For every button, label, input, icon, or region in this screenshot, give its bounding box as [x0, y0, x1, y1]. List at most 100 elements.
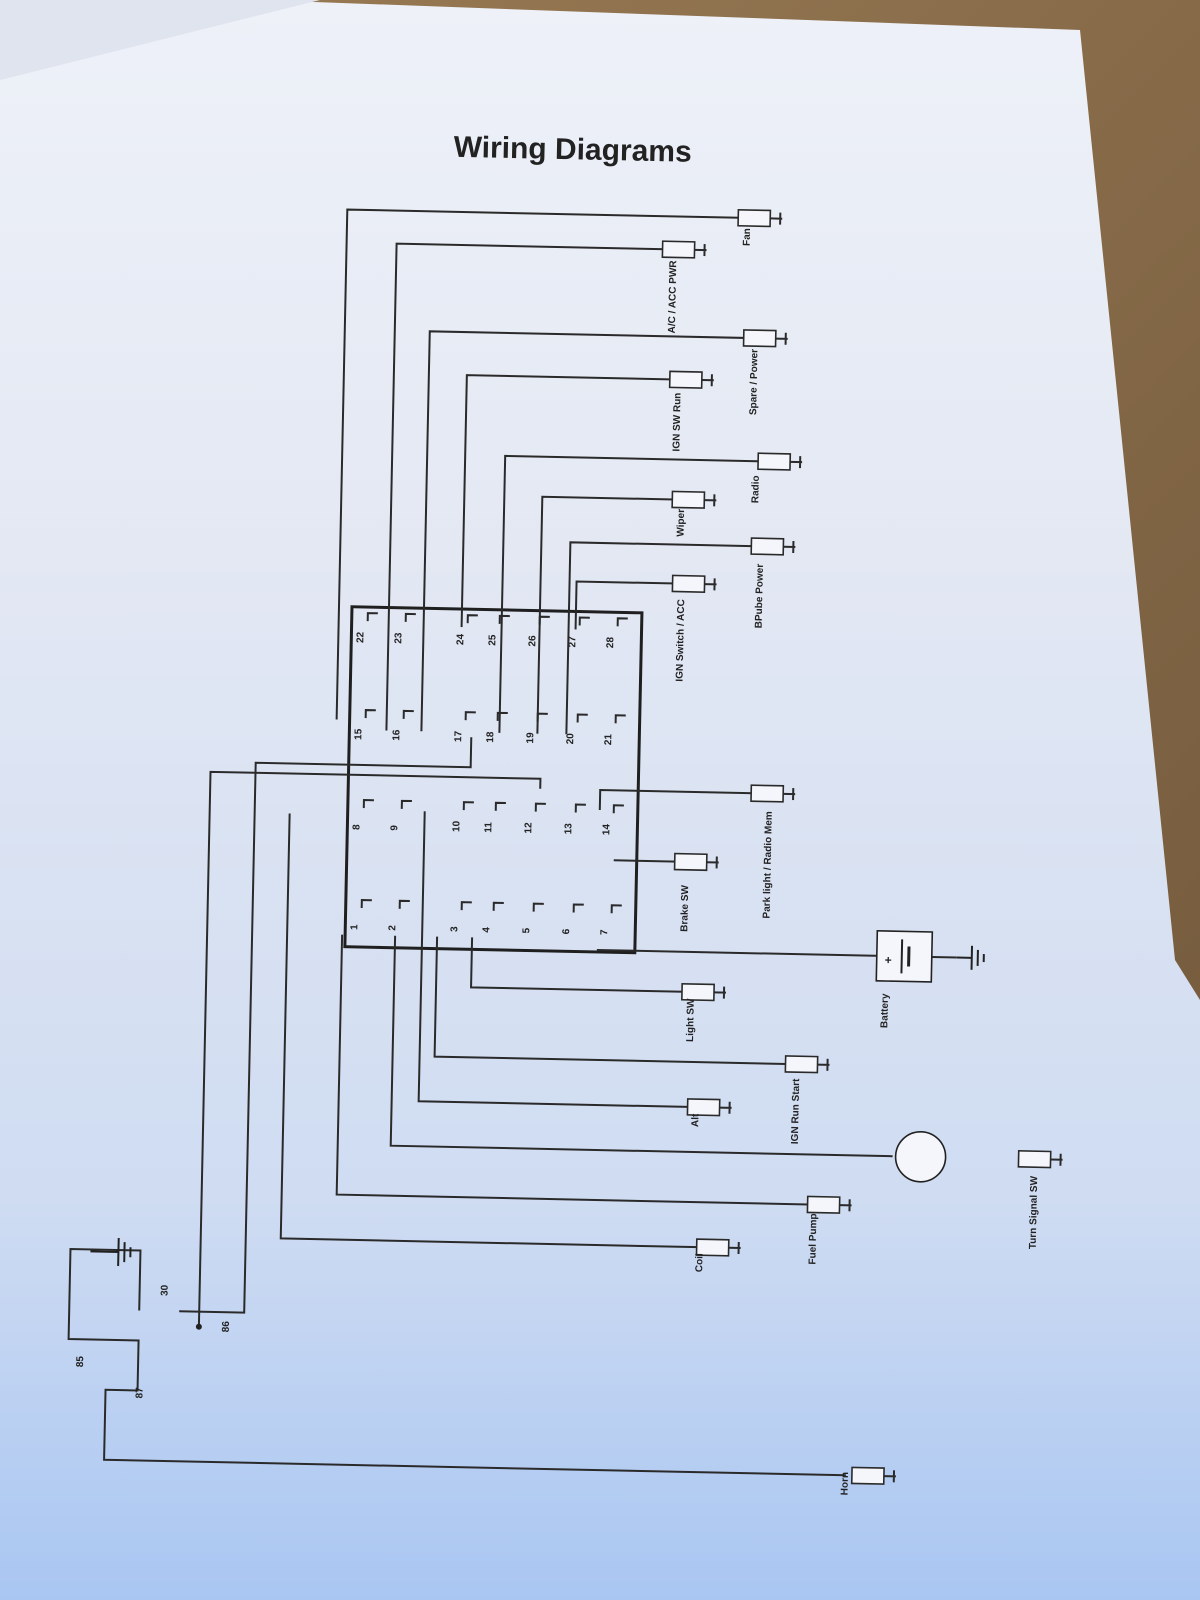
radio-fuse-icon — [757, 452, 792, 471]
fuse-pin-22: 22 — [355, 631, 366, 643]
fuse-pin-27: 27 — [567, 636, 578, 648]
wire-ac-acc-pwr — [385, 242, 692, 731]
ac-acc-pwr-lead — [694, 244, 707, 257]
wire-radio — [498, 454, 788, 733]
fuse-pin-20: 20 — [565, 733, 576, 745]
fuse-pin-lead — [610, 904, 622, 914]
fuse-pin-lead — [576, 713, 588, 723]
wiper-lead — [704, 494, 717, 507]
spare-power-lead — [775, 332, 788, 345]
fuse-pin-14: 14 — [601, 823, 612, 835]
wiper-fuse-icon — [671, 490, 706, 509]
fuse-pin-15: 15 — [353, 728, 364, 740]
ign-switch-acc-fuse-icon — [671, 574, 706, 593]
ign-run-start-label: IGN Run Start — [790, 1078, 802, 1144]
fuse-pin-lead — [462, 801, 474, 811]
fuse-pin-5: 5 — [521, 927, 532, 933]
fuse-pin-18: 18 — [485, 731, 496, 743]
fuel-pump-label: Fuel Pump — [807, 1213, 819, 1264]
ign-run-start-lead — [817, 1058, 830, 1071]
fuse-pin-lead — [616, 617, 628, 627]
coil-lead — [728, 1241, 741, 1255]
light-sw-label: Light SW — [685, 998, 697, 1042]
park-light-radio-mem-lead — [783, 788, 796, 801]
fuel-pump-fuse-icon — [806, 1195, 841, 1214]
fuse-pin-8: 8 — [351, 824, 362, 830]
fuse-pin-11: 11 — [483, 822, 494, 833]
wire-ign-run-start — [433, 936, 805, 1066]
ign-sw-run-label: IGN SW Run — [671, 393, 683, 452]
flasher-icon — [894, 1130, 947, 1183]
fuse-pin-10: 10 — [451, 820, 462, 832]
fuse-pin-lead — [496, 711, 508, 721]
fuse-pin-25: 25 — [487, 634, 498, 646]
fuse-pin-lead — [578, 616, 590, 626]
ground-icon — [90, 1237, 132, 1267]
wire-alt — [417, 811, 694, 1109]
brake-sw-lead — [706, 856, 719, 869]
fan-label: Fan — [742, 228, 753, 246]
alt-label: Alt — [690, 1113, 701, 1127]
bpube-power-label: BPube Power — [754, 564, 766, 629]
fuse-pin-lead — [360, 899, 372, 909]
wire-ign-switch-acc — [574, 580, 695, 630]
alt-fuse-icon — [686, 1098, 721, 1117]
ign-switch-acc-lead — [704, 578, 717, 591]
battery-label: Battery — [879, 993, 891, 1028]
fuse-pin-lead — [398, 899, 410, 909]
bpube-power-lead — [783, 540, 796, 554]
ign-sw-run-lead — [701, 374, 714, 387]
fuse-pin-lead — [362, 799, 374, 809]
fuse-pin-lead — [460, 901, 472, 911]
fuse-pin-21: 21 — [603, 733, 614, 745]
fuse-pin-lead — [464, 711, 476, 721]
horn-label: Horn — [839, 1472, 850, 1496]
fuse-pin-lead — [402, 709, 414, 719]
spare-power-fuse-icon — [742, 329, 777, 348]
fuse-pin-28: 28 — [605, 637, 616, 649]
coil-label: Coil — [694, 1253, 705, 1272]
page-title: Wiring Diagrams — [453, 131, 692, 169]
fuse-pin-6: 6 — [561, 928, 572, 934]
fuse-pin-19: 19 — [525, 732, 536, 744]
alt-lead — [719, 1101, 732, 1114]
fuse-pin-1: 1 — [349, 924, 360, 930]
ign-sw-run-fuse-icon — [668, 370, 703, 389]
wire-coil — [279, 813, 711, 1249]
ign-switch-acc-label: IGN Switch / ACC — [674, 599, 687, 682]
battery-icon: + — [875, 930, 934, 983]
wire-fan — [335, 208, 753, 720]
spare-power-label: Spare / Power — [748, 349, 760, 415]
ac-acc-pwr-label: A/C / ACC PWR — [667, 260, 680, 334]
fuse-pin-lead — [366, 612, 378, 622]
wiper-label: Wiper — [676, 509, 688, 537]
radio-label: Radio — [750, 475, 762, 503]
fuse-pin-lead — [532, 902, 544, 912]
relay-pin-87: 87 — [134, 1387, 145, 1399]
park-light-radio-mem-fuse-icon — [750, 784, 785, 803]
fuse-pin-12: 12 — [523, 822, 534, 834]
horn-fuse-icon — [850, 1466, 885, 1485]
fuse-pin-lead — [614, 714, 626, 724]
wire-turn-signal — [389, 935, 893, 1158]
wire-relay-feed-a — [179, 737, 473, 1314]
wire-light-sw — [470, 937, 697, 994]
fuse-pin-26: 26 — [527, 635, 538, 647]
fuse-pin-lead — [492, 901, 504, 911]
fuel-pump-lead — [839, 1199, 852, 1212]
fuse-pin-lead — [466, 614, 478, 624]
fan-lead — [770, 212, 783, 225]
wire-relay — [67, 1247, 846, 1477]
wire-spare-power — [420, 330, 770, 732]
fuse-pin-lead — [400, 799, 412, 809]
horn-lead — [883, 1470, 896, 1483]
fuse-pin-lead — [612, 804, 624, 814]
brake-sw-fuse-icon — [673, 852, 708, 872]
radio-lead — [790, 456, 803, 469]
wire-fuel-pump — [335, 934, 832, 1206]
light-sw-lead — [713, 986, 727, 999]
relay-pin-85: 85 — [75, 1356, 86, 1368]
